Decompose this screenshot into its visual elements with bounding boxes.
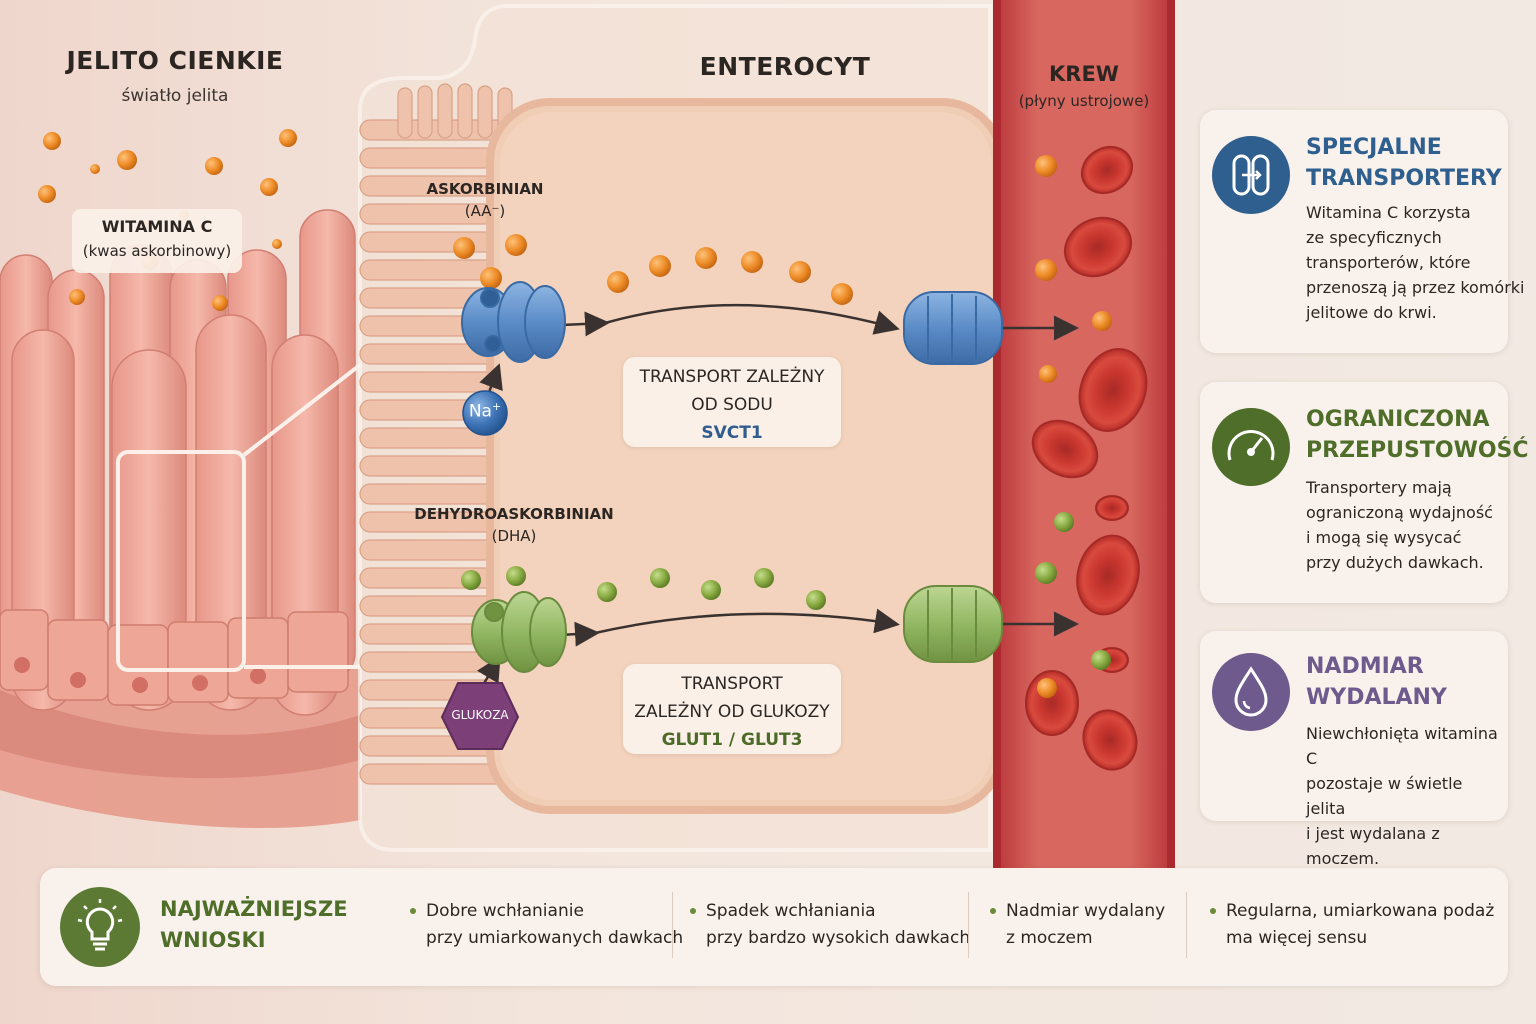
summary-title: NAJWAŻNIEJSZE WNIOSKI (160, 894, 348, 956)
card-special-title-1: SPECJALNE (1306, 135, 1442, 160)
blood-title: KREW (1049, 62, 1119, 86)
summary-separator (968, 892, 969, 958)
card-excess-line: Niewchłonięta witamina C (1306, 724, 1498, 768)
vitamin-c-subname: (kwas askorbinowy) (82, 242, 232, 260)
glucose-label: GLUKOZA (451, 708, 509, 722)
blood-subtitle: (płyny ustrojowe) (1018, 92, 1150, 110)
summary-point-line: z moczem (1006, 928, 1093, 948)
summary-panel: NAJWAŻNIEJSZE WNIOSKI Dobre wchłanianie … (40, 868, 1508, 986)
summary-title-2: WNIOSKI (160, 928, 266, 952)
glucose-transport-line2: ZALEŻNY OD GLUKOZY (634, 702, 830, 722)
svct1-transporter-apical (461, 281, 566, 363)
card-special-title-2: TRANSPORTERY (1306, 166, 1502, 191)
summary-point-line: Spadek wchłaniania (706, 901, 876, 921)
card-excess-line: i jest wydalana z moczem. (1306, 824, 1440, 868)
card-limited-line: Transportery mają (1306, 478, 1452, 497)
summary-title-1: NAJWAŻNIEJSZE (160, 897, 348, 921)
summary-point-line: przy umiarkowanych dawkach (426, 928, 684, 948)
summary-point: Spadek wchłaniania przy bardzo wysokich … (690, 898, 971, 952)
svct1-code: SVCT1 (701, 423, 763, 443)
summary-point-line: Nadmiar wydalany (1006, 901, 1166, 921)
ascorbate-pathway (453, 234, 1079, 396)
summary-point-line: Regularna, umiarkowana podaż (1226, 901, 1495, 921)
card-limited-line: ograniczoną wydajność (1306, 503, 1493, 522)
card-special-title: SPECJALNE TRANSPORTERY (1306, 132, 1502, 194)
glucose-transport-line1: TRANSPORT (681, 674, 783, 694)
card-excess-title-1: NADMIAR (1306, 654, 1424, 679)
card-limited-title-2: PRZEPUSTOWOŚĆ (1306, 438, 1529, 463)
card-special-line: ze specyficznych (1306, 228, 1442, 247)
droplet-icon (1212, 653, 1290, 731)
summary-point: Nadmiar wydalany z moczem (990, 898, 1166, 952)
card-excess-title: NADMIAR WYDALANY (1306, 651, 1502, 713)
sodium-transport-box: TRANSPORT ZALEŻNY OD SODU SVCT1 (623, 357, 841, 447)
intestine-illustration (0, 209, 362, 829)
intestine-title: JELITO CIENKIE (66, 46, 284, 75)
summary-point: Regularna, umiarkowana podaż ma więcej s… (1210, 898, 1495, 952)
blood-dha (1035, 512, 1111, 670)
ascorbate-formula: (AA⁻) (464, 202, 506, 220)
glucose-hexagon (440, 682, 520, 750)
card-excess-line: pozostaje w świetle jelita (1306, 774, 1463, 818)
glut-transporter-basolateral (903, 585, 1003, 663)
lightbulb-icon (60, 887, 140, 967)
gauge-icon (1212, 408, 1290, 486)
summary-separator (1186, 892, 1187, 958)
card-excess-excreted: NADMIAR WYDALANY Niewchłonięta witamina … (1200, 631, 1508, 868)
transporter-icon (1212, 136, 1290, 214)
svct-transporter-basolateral (903, 291, 1003, 365)
sodium-label: Na+ (463, 400, 507, 422)
card-special-line: przenoszą ją przez komórki (1306, 278, 1525, 297)
sodium-symbol: Na (468, 401, 492, 422)
blood-ascorbate (1035, 155, 1112, 698)
glucose-transport-box: TRANSPORT ZALEŻNY OD GLUKOZY GLUT1 / GLU… (623, 664, 841, 754)
card-limited-title: OGRANICZONA PRZEPUSTOWOŚĆ (1306, 404, 1529, 466)
summary-point-line: przy bardzo wysokich dawkach (706, 928, 971, 948)
card-limited-line: przy dużych dawkach. (1306, 553, 1484, 572)
dha-name: DEHYDROASKORBINIAN (414, 505, 614, 523)
ascorbate-label: ASKORBINIAN (AA⁻) (405, 178, 565, 222)
card-limited-text: Transportery mają ograniczoną wydajność … (1306, 475, 1502, 575)
vitamin-c-name: WITAMINA C (101, 217, 213, 236)
sodium-transport-line1: TRANSPORT ZALEŻNY (639, 367, 825, 387)
sodium-transport-line2: OD SODU (691, 395, 773, 415)
sodium-charge: + (491, 400, 502, 413)
card-special-line: jelitowe do krwi. (1306, 303, 1437, 322)
card-limited-line: i mogą się wysycać (1306, 528, 1462, 547)
summary-point-line: ma więcej sensu (1226, 928, 1368, 948)
summary-point: Dobre wchłanianie przy umiarkowanych daw… (410, 898, 684, 952)
card-special-line: transporterów, które (1306, 253, 1471, 272)
card-excess-text: Niewchłonięta witamina C pozostaje w świ… (1306, 721, 1502, 871)
sodium-ion (462, 390, 508, 436)
summary-point-line: Dobre wchłanianie (426, 901, 584, 921)
dha-formula: (DHA) (491, 527, 537, 545)
ascorbate-name: ASKORBINIAN (426, 180, 544, 198)
card-special-transporters: SPECJALNE TRANSPORTERY Witamina C korzys… (1200, 110, 1525, 353)
summary-separator (672, 892, 673, 958)
card-limited-capacity: OGRANICZONA PRZEPUSTOWOŚĆ Transportery m… (1200, 382, 1529, 603)
enterocyte-title: ENTEROCYT (699, 52, 871, 81)
glut-transporter-apical (471, 591, 567, 673)
dha-label: DEHYDROASKORBINIAN (DHA) (400, 503, 628, 547)
vitamin-c-label: WITAMINA C (kwas askorbinowy) (72, 209, 242, 273)
red-blood-cells (1025, 145, 1148, 771)
card-excess-title-2: WYDALANY (1306, 685, 1447, 710)
card-special-line: Witamina C korzysta (1306, 203, 1471, 222)
card-special-text: Witamina C korzysta ze specyficznych tra… (1306, 200, 1525, 325)
glut-code: GLUT1 / GLUT3 (661, 730, 803, 750)
intestine-subtitle: światło jelita (121, 86, 229, 106)
card-limited-title-1: OGRANICZONA (1306, 407, 1490, 432)
